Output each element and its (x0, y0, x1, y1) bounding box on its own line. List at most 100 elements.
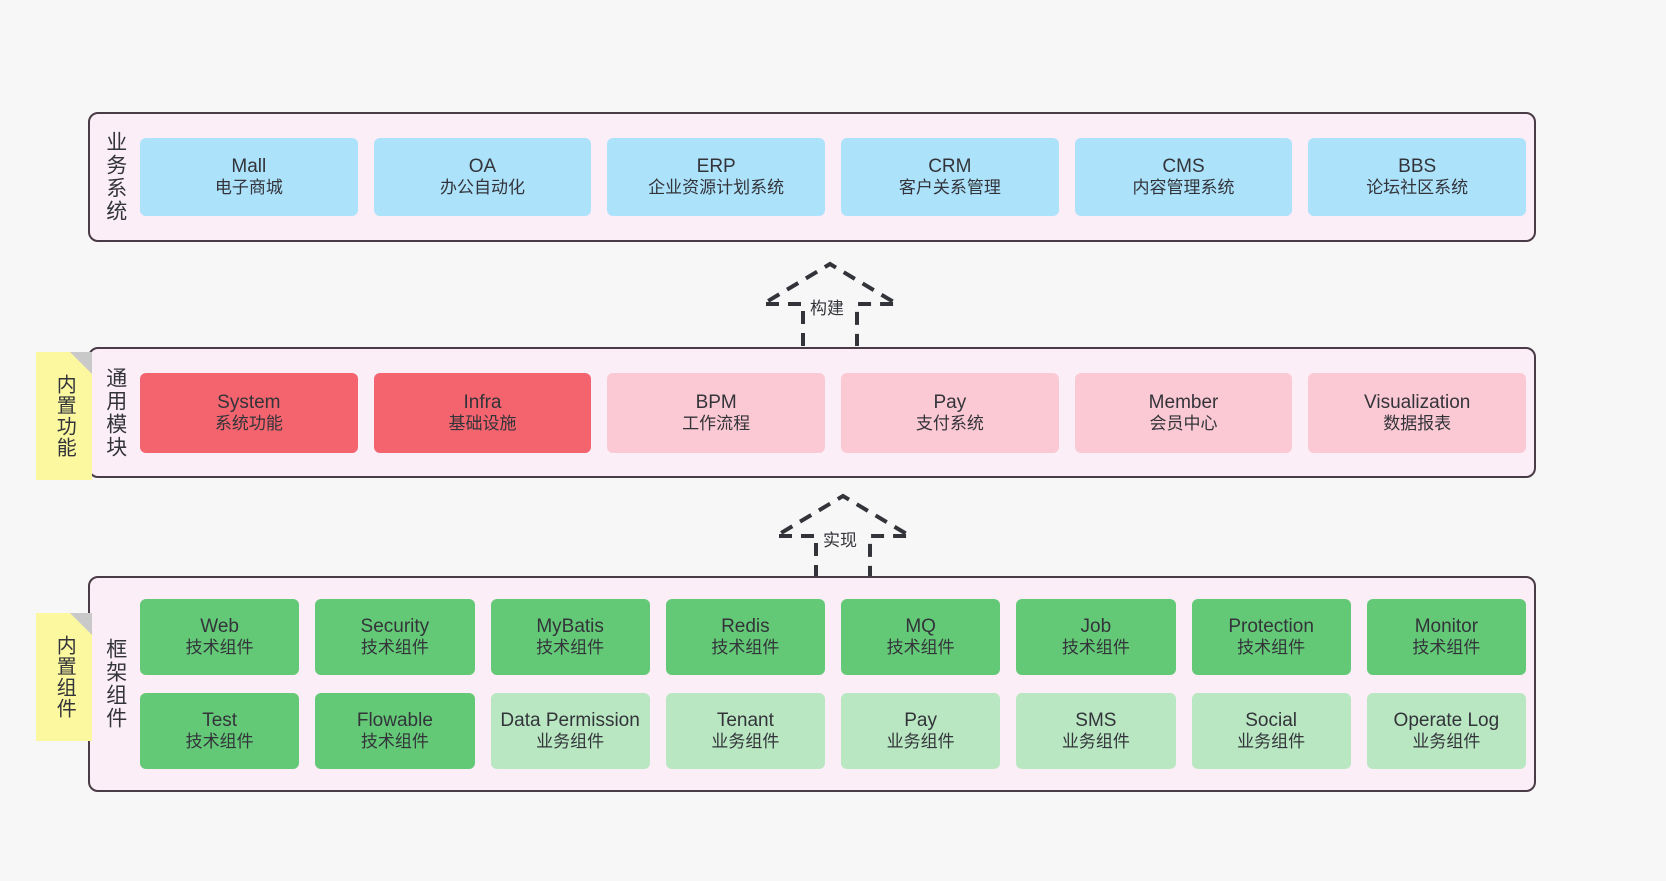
card-erp[interactable]: ERP 企业资源计划系统 (607, 138, 826, 216)
card-bpm[interactable]: BPM 工作流程 (607, 372, 826, 453)
card-bbs[interactable]: BBS 论坛社区系统 (1308, 138, 1527, 216)
card-subtitle: 技术组件 (1412, 638, 1481, 658)
layer-common-modules: 通用模块 System 系统功能 Infra 基础设施 BPM 工作流程 Pay (88, 347, 1536, 478)
note-fold-corner-icon (70, 613, 92, 635)
card-title: Monitor (1414, 616, 1479, 638)
card-subtitle: 业务组件 (1412, 732, 1481, 752)
card-title: Member (1148, 391, 1219, 413)
card-title: Security (360, 616, 430, 638)
card-subtitle: 技术组件 (536, 638, 605, 658)
arrow-implement-label: 实现 (823, 531, 857, 550)
card-subtitle: 工作流程 (682, 413, 751, 433)
note-fold-corner-icon (70, 352, 92, 374)
card-crm[interactable]: CRM 客户关系管理 (841, 138, 1059, 216)
card-subtitle: 技术组件 (1237, 638, 1306, 658)
card-subtitle: 技术组件 (185, 732, 254, 752)
card-title: Data Permission (500, 710, 640, 732)
card-subtitle: 业务组件 (1237, 732, 1306, 752)
card-subtitle: 会员中心 (1149, 413, 1218, 433)
card-mall[interactable]: Mall 电子商城 (140, 138, 358, 216)
sticky-note-builtin-components: 内置组件 (36, 613, 92, 741)
card-tenant[interactable]: Tenant 业务组件 (665, 693, 825, 769)
card-row: Web 技术组件 Security 技术组件 MyBatis 技术组件 Redi… (140, 599, 1526, 675)
card-subtitle: 办公自动化 (440, 178, 525, 198)
layer-body-business-systems: Mall 电子商城 OA 办公自动化 ERP 企业资源计划系统 CRM 客户关系… (140, 114, 1534, 240)
card-title: BPM (695, 391, 737, 413)
card-system[interactable]: System 系统功能 (140, 372, 358, 453)
card-title: Test (202, 710, 238, 732)
card-title: BBS (1398, 156, 1437, 178)
card-subtitle: 数据报表 (1383, 413, 1452, 433)
card-pay[interactable]: Pay 支付系统 (841, 372, 1059, 453)
card-subtitle: 客户关系管理 (898, 178, 1001, 198)
arrow-build-icon (755, 261, 905, 346)
arrow-implement-icon (768, 493, 918, 578)
card-cms[interactable]: CMS 内容管理系统 (1074, 138, 1293, 216)
card-subtitle: 基础设施 (448, 413, 517, 433)
layer-body-common-modules: System 系统功能 Infra 基础设施 BPM 工作流程 Pay 支付系统… (140, 349, 1534, 476)
card-subtitle: 技术组件 (360, 638, 429, 658)
card-title: ERP (696, 156, 736, 178)
sticky-note-label: 内置组件 (53, 635, 76, 719)
card-title: MQ (905, 616, 936, 638)
layer-title-common-modules: 通用模块 (103, 366, 127, 459)
card-title: Flowable (356, 710, 433, 732)
card-title: Pay (933, 391, 967, 413)
card-title: Tenant (716, 710, 774, 732)
arrow-build: 构建 (755, 258, 905, 350)
card-subtitle: 业务组件 (1061, 732, 1130, 752)
card-subtitle: 技术组件 (886, 638, 955, 658)
card-title: CRM (928, 156, 972, 178)
card-job[interactable]: Job 技术组件 (1016, 599, 1176, 675)
layer-body-framework-components: Web 技术组件 Security 技术组件 MyBatis 技术组件 Redi… (140, 578, 1534, 790)
card-subtitle: 企业资源计划系统 (648, 178, 785, 198)
card-title: Infra (463, 391, 502, 413)
card-title: Redis (721, 616, 770, 638)
arrow-build-label: 构建 (810, 299, 844, 318)
card-title: Pay (904, 710, 937, 732)
card-social[interactable]: Social 业务组件 (1191, 693, 1351, 769)
card-row: Test 技术组件 Flowable 技术组件 Data Permission … (140, 693, 1526, 769)
card-subtitle: 业务组件 (886, 732, 955, 752)
card-subtitle: 技术组件 (360, 732, 429, 752)
card-security[interactable]: Security 技术组件 (315, 599, 475, 675)
card-title: Social (1245, 710, 1297, 732)
card-mybatis[interactable]: MyBatis 技术组件 (490, 599, 650, 675)
card-redis[interactable]: Redis 技术组件 (665, 599, 825, 675)
card-subtitle: 业务组件 (711, 732, 780, 752)
card-visualization[interactable]: Visualization 数据报表 (1308, 372, 1527, 453)
card-subtitle: 支付系统 (915, 413, 984, 433)
card-data-permission[interactable]: Data Permission 业务组件 (490, 693, 650, 769)
card-operate-log[interactable]: Operate Log 业务组件 (1366, 693, 1526, 769)
card-sms[interactable]: SMS 业务组件 (1016, 693, 1176, 769)
card-member[interactable]: Member 会员中心 (1074, 372, 1293, 453)
card-test[interactable]: Test 技术组件 (140, 693, 300, 769)
card-flowable[interactable]: Flowable 技术组件 (315, 693, 475, 769)
card-monitor[interactable]: Monitor 技术组件 (1366, 599, 1526, 675)
sticky-note-builtin-features: 内置功能 (36, 352, 92, 480)
sticky-note-label: 内置功能 (53, 374, 76, 458)
card-title: Protection (1228, 616, 1314, 638)
card-infra[interactable]: Infra 基础设施 (373, 372, 592, 453)
card-title: OA (468, 156, 497, 178)
card-subtitle: 论坛社区系统 (1366, 178, 1469, 198)
card-title: Visualization (1364, 391, 1471, 413)
card-subtitle: 系统功能 (214, 413, 283, 433)
card-oa[interactable]: OA 办公自动化 (373, 138, 592, 216)
card-protection[interactable]: Protection 技术组件 (1191, 599, 1351, 675)
card-mq[interactable]: MQ 技术组件 (841, 599, 1001, 675)
layer-business-systems: 业务系统 Mall 电子商城 OA 办公自动化 ERP 企业资源计划系统 CRM (88, 112, 1536, 242)
layer-title-framework-components: 框架组件 (103, 638, 127, 730)
card-pay-component[interactable]: Pay 业务组件 (841, 693, 1001, 769)
arrow-implement: 实现 (768, 490, 918, 582)
card-subtitle: 业务组件 (536, 732, 605, 752)
card-row: System 系统功能 Infra 基础设施 BPM 工作流程 Pay 支付系统… (140, 372, 1527, 453)
card-subtitle: 技术组件 (1061, 638, 1130, 658)
card-web[interactable]: Web 技术组件 (140, 599, 300, 675)
card-title: MyBatis (536, 616, 604, 638)
card-row: Mall 电子商城 OA 办公自动化 ERP 企业资源计划系统 CRM 客户关系… (140, 138, 1527, 216)
card-title: System (217, 391, 281, 413)
card-title: SMS (1075, 710, 1117, 732)
card-subtitle: 电子商城 (214, 178, 283, 198)
